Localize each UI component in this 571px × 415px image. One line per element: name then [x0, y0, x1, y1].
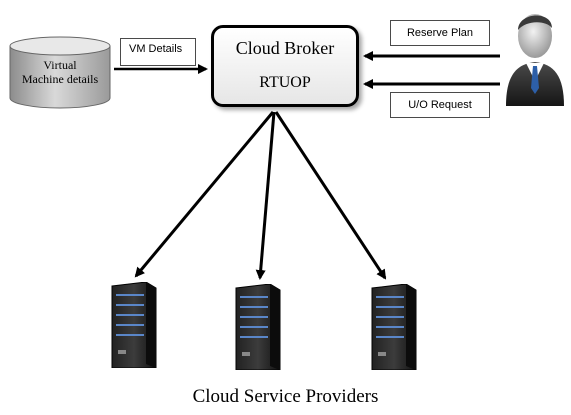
cloud-broker-box: Cloud Broker RTUOP	[211, 25, 359, 107]
vm-details-database: Virtual Machine details	[8, 36, 112, 110]
providers-label: Cloud Service Providers	[192, 386, 379, 407]
vm-store-label-line1: Virtual	[43, 58, 77, 72]
user-icon	[506, 14, 564, 106]
arrow-broker-to-provider-2	[255, 111, 276, 280]
arrow-broker-to-provider-3	[274, 111, 387, 280]
broker-title: Cloud Broker	[235, 38, 335, 58]
broker-subtitle: RTUOP	[259, 74, 311, 91]
server-1-icon	[111, 282, 157, 368]
server-3-icon	[371, 284, 417, 370]
uo-request-label: U/O Request	[390, 92, 490, 118]
vm-store-label-line2: Machine details	[21, 72, 99, 86]
arrow-broker-to-provider-1	[134, 111, 275, 278]
reserve-plan-label: Reserve Plan	[390, 20, 490, 46]
server-2-icon	[235, 284, 281, 370]
database-cylinder-icon	[9, 36, 111, 109]
vm-details-label: VM Details	[120, 38, 196, 66]
